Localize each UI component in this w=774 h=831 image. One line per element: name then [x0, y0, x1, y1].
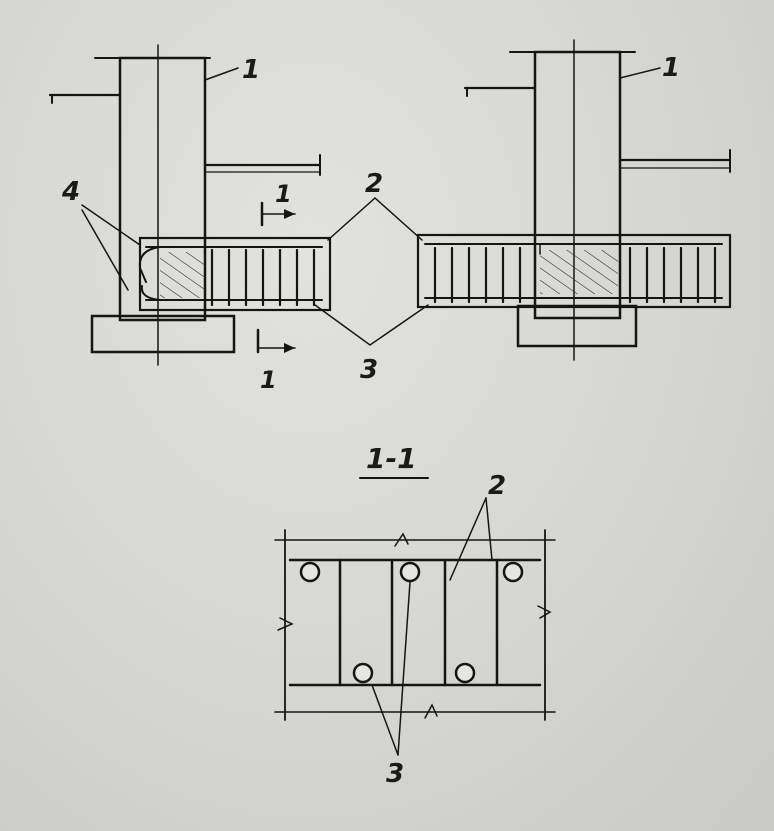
right-foundation	[463, 39, 732, 361]
label-section-bottom: 1	[260, 366, 277, 394]
label-2: 2	[365, 169, 383, 199]
section-1-1	[274, 477, 556, 756]
section-title: 1-1	[366, 442, 417, 475]
label-1-left: 1	[242, 55, 260, 85]
label-3-section: 3	[386, 759, 404, 789]
label-4: 4	[61, 177, 80, 207]
left-beam	[138, 236, 332, 312]
section-cut-markers	[256, 201, 296, 354]
label-1-right: 1	[662, 53, 680, 83]
right-beam	[416, 233, 732, 309]
leader-lines	[81, 67, 661, 346]
right-stirrups	[433, 246, 717, 304]
left-foundation	[48, 44, 322, 366]
label-3: 3	[360, 355, 378, 385]
left-stirrups	[210, 248, 316, 307]
label-section-top: 1	[275, 180, 292, 208]
label-2-section: 2	[488, 471, 506, 501]
